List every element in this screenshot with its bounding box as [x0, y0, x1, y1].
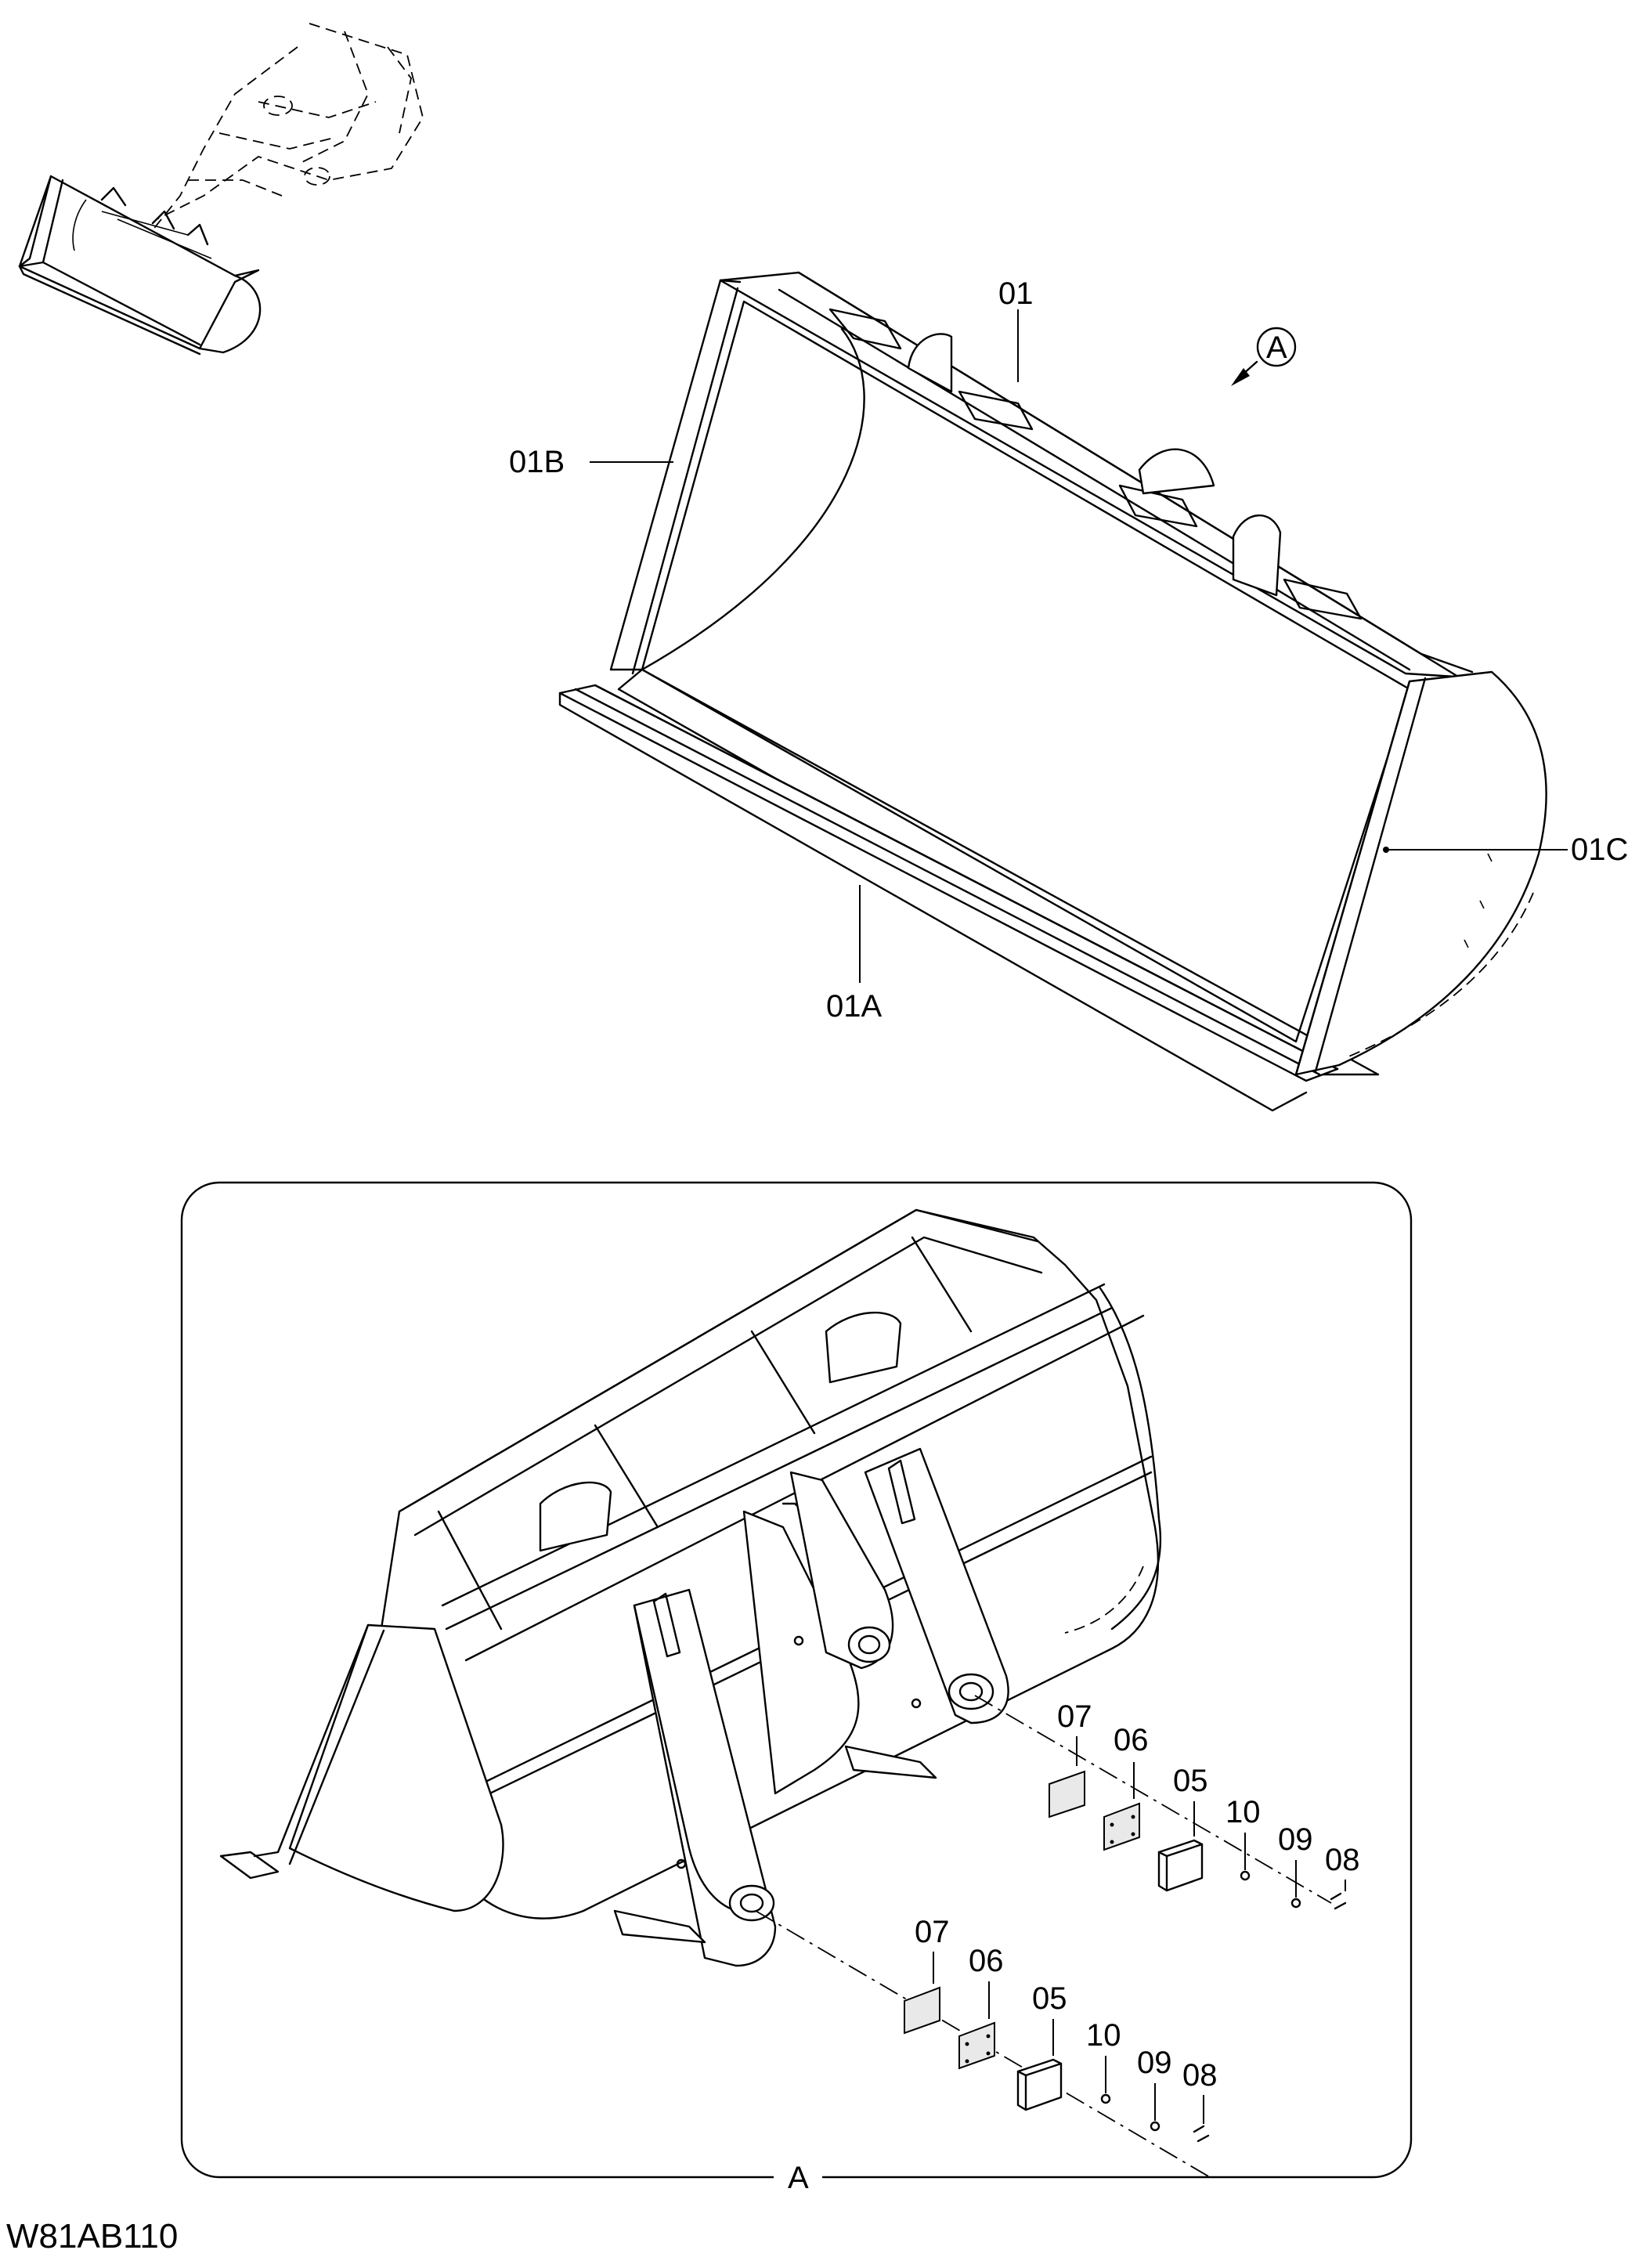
upper-callout-05: 05 — [1173, 1764, 1208, 1798]
lower-callout-08: 08 — [1182, 2058, 1218, 2093]
upper-callout-09: 09 — [1278, 1822, 1313, 1857]
lower-callout-10: 10 — [1086, 2018, 1121, 2053]
exploded-set-lower: 07 06 05 10 09 08 — [904, 1915, 1218, 2143]
upper-callout-10: 10 — [1225, 1795, 1261, 1829]
callout-01: 01 — [998, 276, 1034, 311]
upper-callout-07: 07 — [1057, 1699, 1092, 1734]
exploded-set-upper: 07 06 05 10 09 08 — [1049, 1699, 1360, 1910]
lower-callout-07: 07 — [915, 1915, 950, 1949]
locator-thumbnail — [18, 23, 424, 356]
lower-callout-09: 09 — [1137, 2046, 1172, 2080]
callout-01C: 01C — [1571, 832, 1628, 867]
upper-callout-08: 08 — [1325, 1843, 1360, 1877]
detail-view-a: A — [180, 1181, 1413, 2195]
view-a-marker — [1256, 327, 1297, 367]
upper-callout-06: 06 — [1114, 1723, 1149, 1757]
callout-01A: 01A — [826, 989, 882, 1024]
callout-01B: 01B — [509, 445, 565, 479]
lower-callout-06: 06 — [969, 1944, 1004, 1978]
main-bucket — [558, 271, 1547, 1112]
main-callouts: 01 01B 01C 01A A — [509, 276, 1628, 1024]
detail-view-label: A — [788, 2161, 809, 2195]
view-a-marker-label: A — [1266, 330, 1287, 365]
lower-callout-05: 05 — [1032, 1981, 1067, 2016]
drawing-code: W81AB110 — [6, 2217, 178, 2255]
